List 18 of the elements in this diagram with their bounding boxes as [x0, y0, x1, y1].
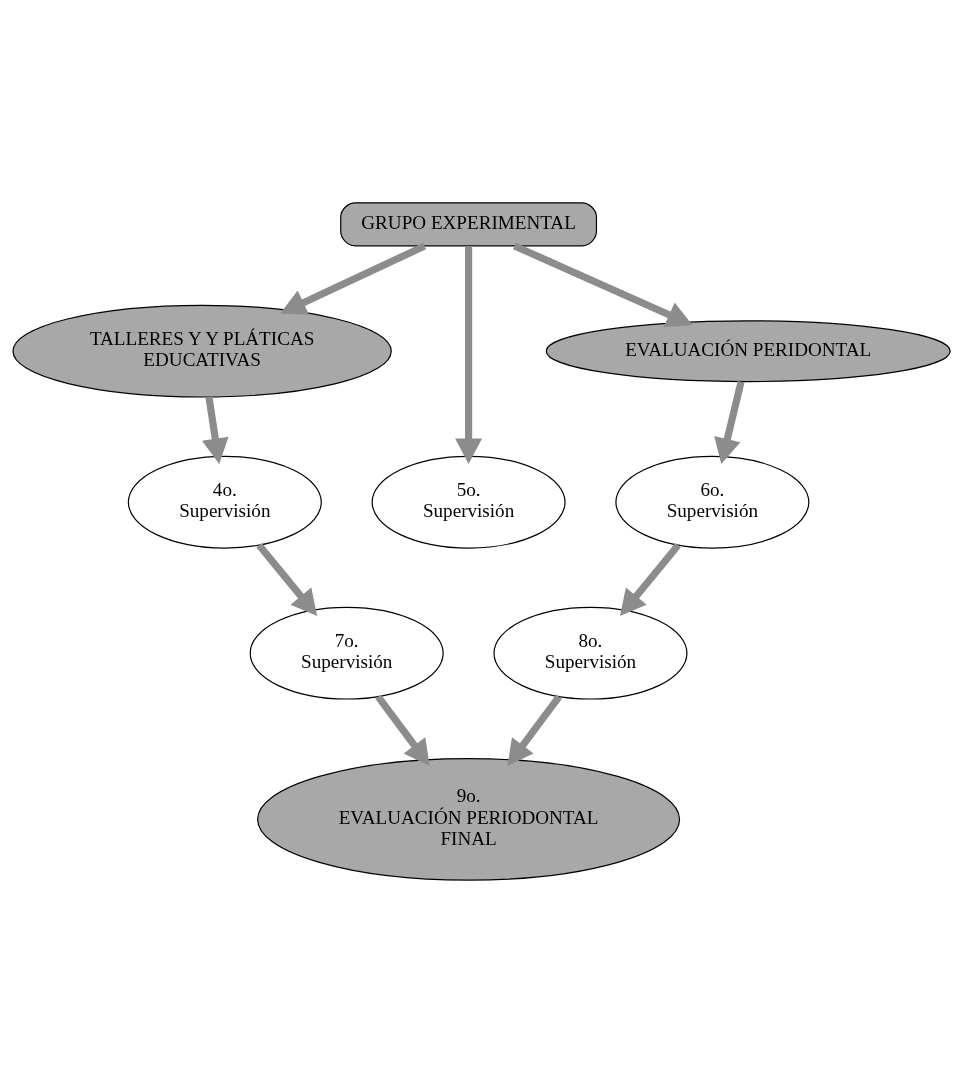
node-ellipse: 4o. Supervisión — [127, 455, 322, 549]
node-box: GRUPO EXPERIMENTAL — [340, 201, 598, 246]
node-ellipse: 5o. Supervisión — [371, 455, 566, 549]
arrow — [202, 395, 229, 464]
arrow — [620, 542, 681, 616]
arrow — [507, 693, 562, 766]
arrow — [280, 242, 427, 315]
node-ellipse: 6o. Supervisión — [615, 455, 810, 549]
node-ellipse: 7o. Supervisión — [249, 606, 444, 700]
node-ellipse: 8o. Supervisión — [493, 606, 688, 700]
arrow — [256, 542, 318, 616]
node-ellipse: 9o. EVALUACIÓN PERIODONTAL FINAL — [257, 757, 681, 881]
node-ellipse: TALLERES Y Y PLÁTICAS EDUCATIVAS — [12, 304, 392, 398]
node-ellipse: EVALUACIÓN PERIDONTAL — [545, 319, 951, 382]
arrow — [714, 380, 745, 464]
arrow — [375, 693, 430, 766]
arrow — [455, 245, 483, 464]
arrow — [513, 242, 693, 327]
